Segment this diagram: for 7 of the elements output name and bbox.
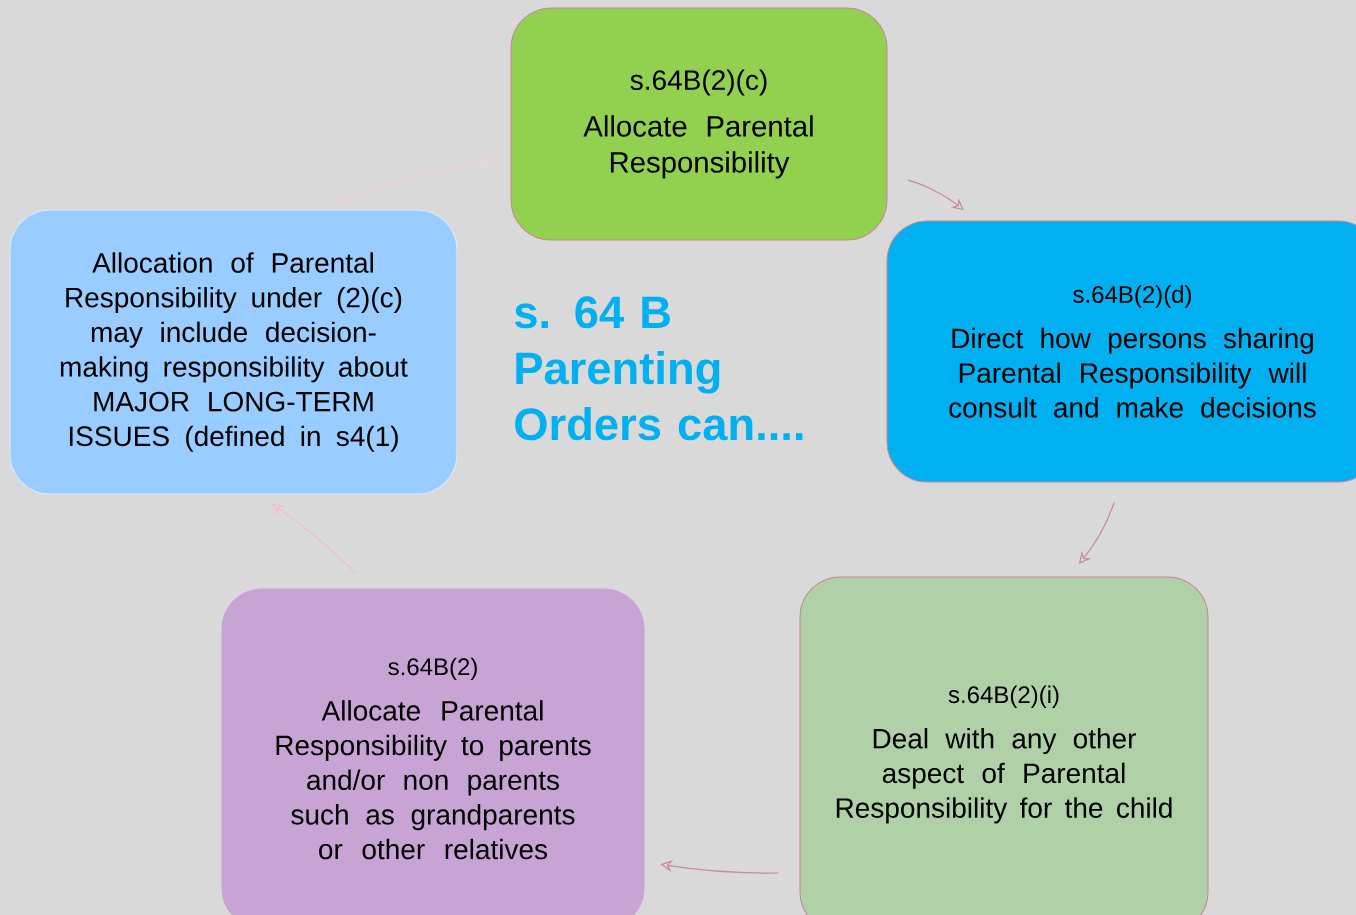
process-box: s.64B(2)(i) Deal with any other aspect of Parental Responsibility for the child bbox=[799, 576, 1209, 915]
arrow bbox=[907, 179, 964, 211]
process-box: s.64B(2)(c) Allocate Parental Responsibility bbox=[510, 7, 888, 241]
title: s. 64 B Parenting Orders can.... bbox=[514, 296, 803, 441]
process-box: s.64B(2)(d) Direct how persons sharing Parental Responsibility will consult and make decisions bbox=[886, 220, 1356, 483]
process-box: s.64B(2) Allocate Parental Responsibility to parents and/or non parents such as grandparents or other relatives bbox=[221, 588, 645, 915]
process-box: Allocation of Parental Responsibility under (2)(c) may include decision-making responsibility about MAJOR LONG-TERM ISSUES (defined in s4(1) bbox=[9, 209, 458, 495]
